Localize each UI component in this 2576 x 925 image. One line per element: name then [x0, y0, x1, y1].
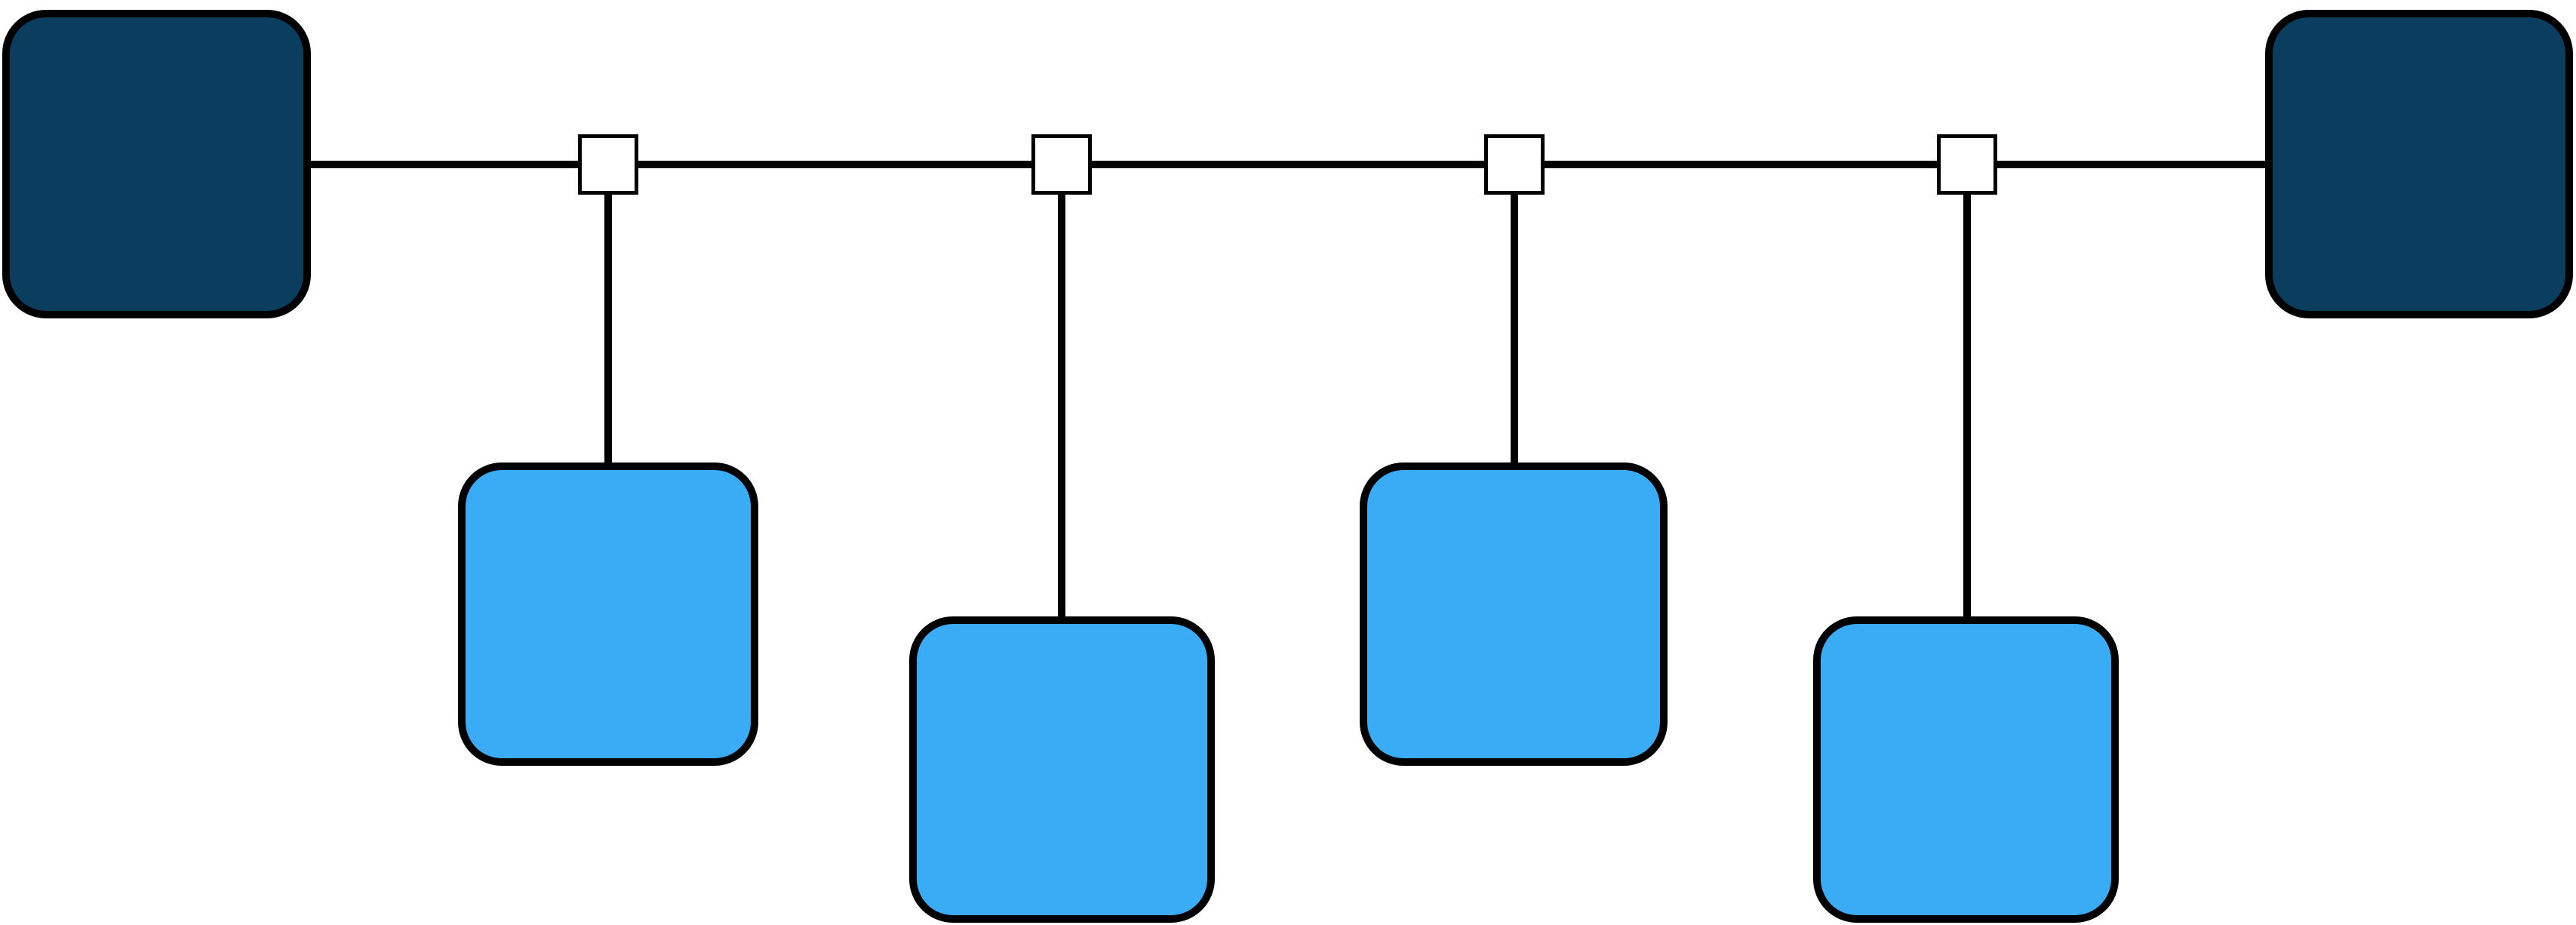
drop-line-1 [604, 195, 612, 466]
tap-connector-1 [578, 134, 638, 195]
leaf-node-4 [1813, 616, 2119, 923]
leaf-node-2 [909, 616, 1215, 923]
drop-line-4 [1963, 195, 1971, 620]
leaf-node-3 [1360, 462, 1668, 766]
terminal-node-right [2265, 10, 2573, 318]
drop-line-2 [1058, 195, 1065, 620]
tap-connector-3 [1484, 134, 1545, 195]
tap-connector-4 [1937, 134, 1997, 195]
terminal-node-left [2, 10, 311, 318]
leaf-node-1 [458, 462, 758, 766]
drop-line-3 [1511, 195, 1518, 466]
tap-connector-2 [1031, 134, 1092, 195]
bus-line [308, 161, 2268, 168]
